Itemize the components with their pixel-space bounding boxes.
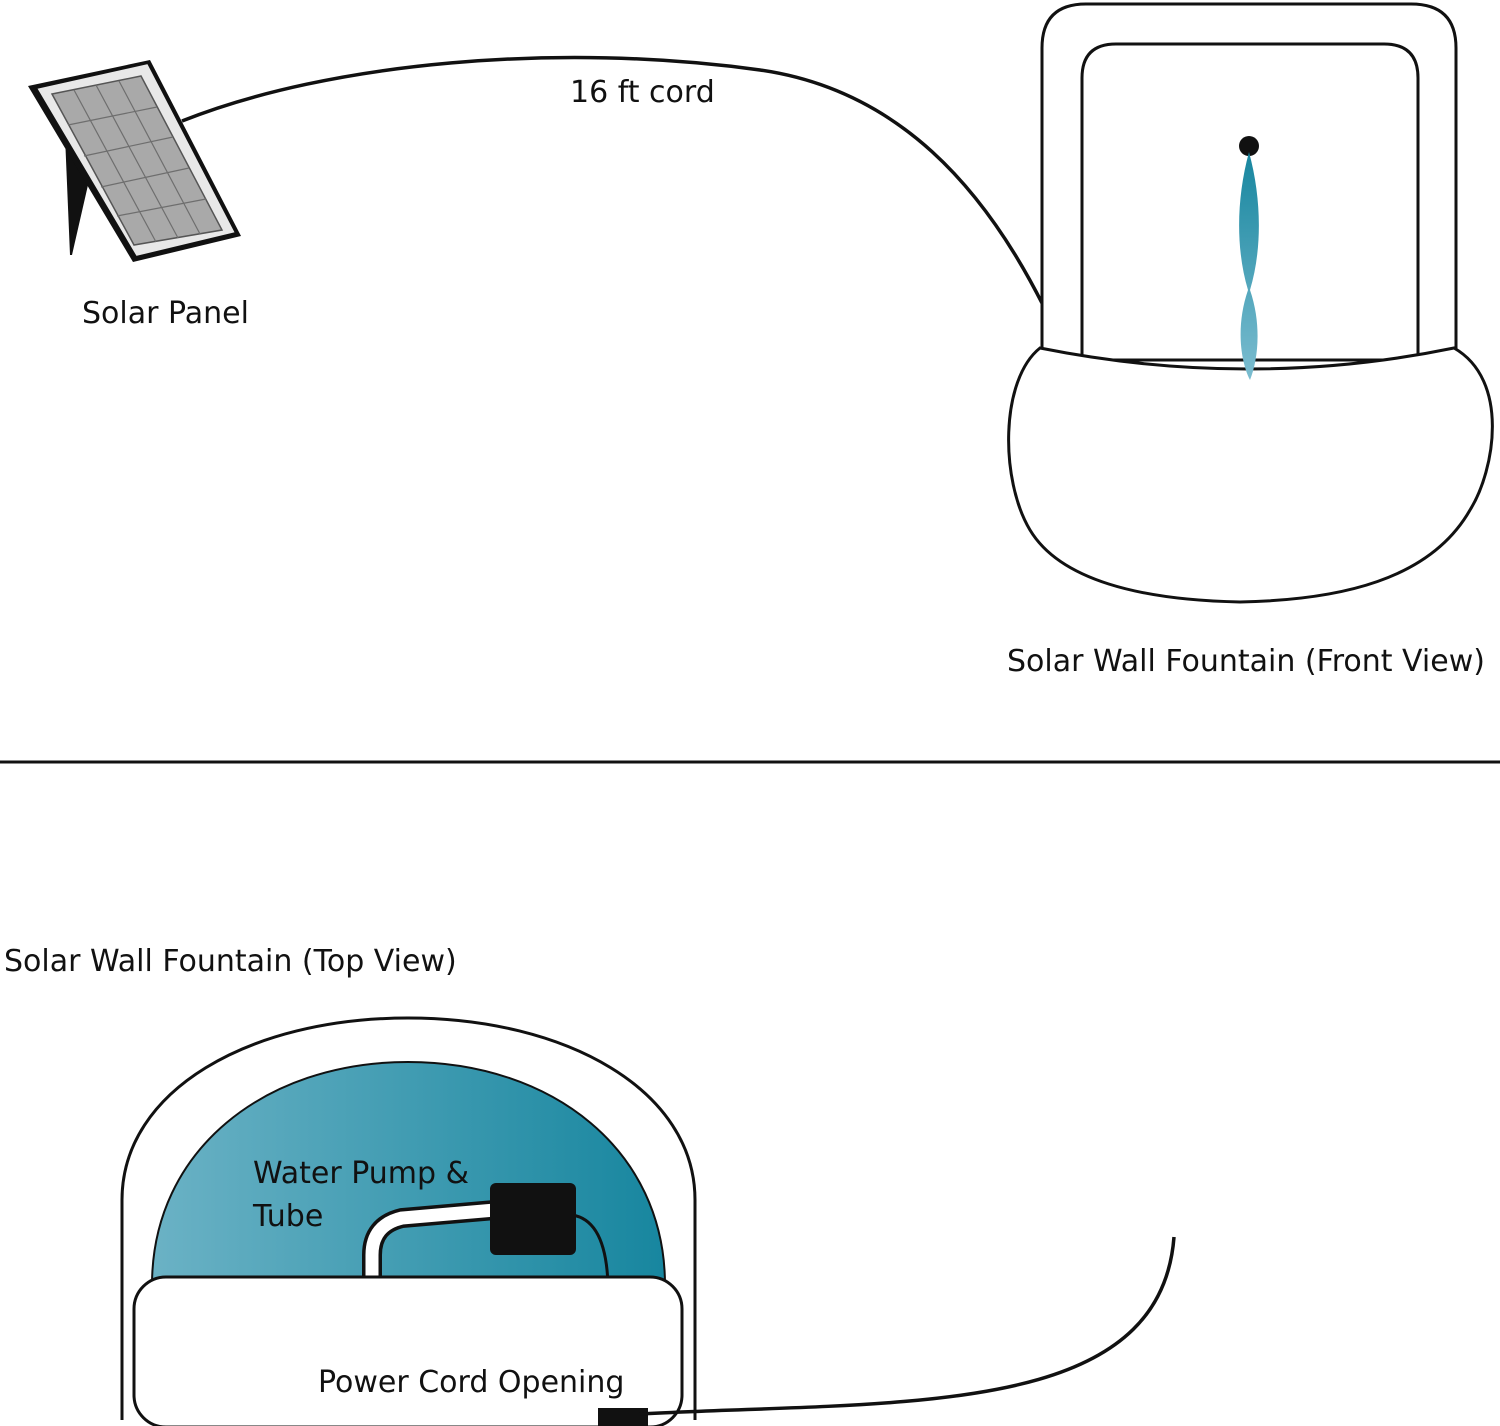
pump-label-line2: Tube — [252, 1199, 323, 1234]
power-cord-opening-label: Power Cord Opening — [318, 1365, 624, 1400]
solar-panel-icon — [28, 60, 241, 262]
top-view-label: Solar Wall Fountain (Top View) — [4, 944, 457, 979]
pump-label-line1: Water Pump & — [253, 1156, 469, 1191]
fountain-front-view — [1007, 2, 1494, 604]
pump-icon — [490, 1183, 576, 1255]
solar-panel-label: Solar Panel — [82, 296, 249, 331]
cord-line — [181, 55, 1045, 306]
front-view-label: Solar Wall Fountain (Front View) — [1007, 644, 1485, 679]
fountain-top-view — [120, 1016, 1176, 1426]
power-cord-line — [639, 1236, 1176, 1416]
power-cord-opening-icon — [598, 1408, 648, 1426]
cord-label: 16 ft cord — [570, 75, 715, 110]
